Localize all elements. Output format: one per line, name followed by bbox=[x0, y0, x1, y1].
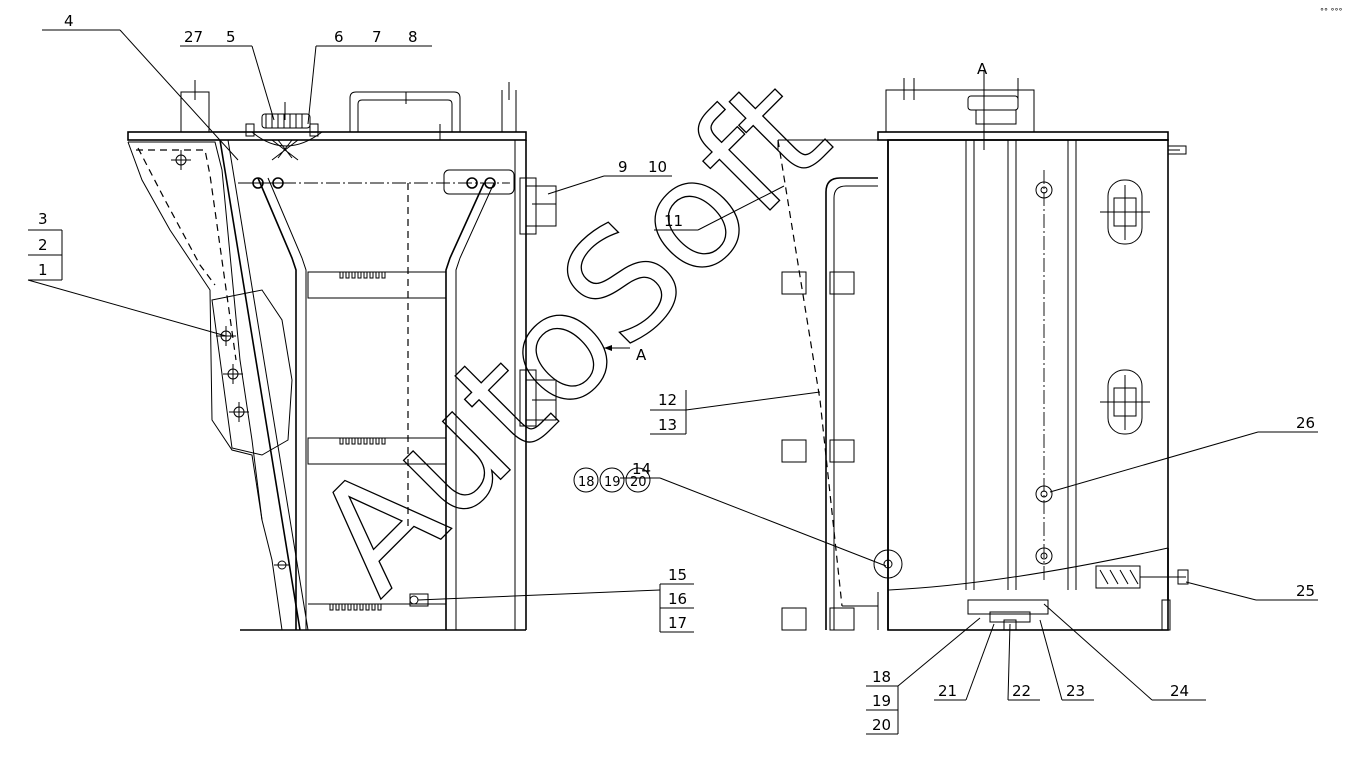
leader-lines bbox=[27, 29, 1318, 735]
callout-23: 23 bbox=[1066, 682, 1085, 700]
callout-19: 19 bbox=[872, 692, 891, 710]
callout-20: 20 bbox=[872, 716, 891, 734]
crossbar-1 bbox=[307, 271, 447, 299]
callout-6: 6 bbox=[334, 28, 344, 46]
callout-21: 21 bbox=[938, 682, 957, 700]
callout-24: 24 bbox=[1170, 682, 1189, 700]
filler-cap bbox=[261, 113, 311, 129]
callout-22: 22 bbox=[1012, 682, 1031, 700]
callout-13: 13 bbox=[658, 416, 677, 434]
callout-17: 17 bbox=[668, 614, 687, 632]
callout-1: 1 bbox=[38, 261, 48, 279]
callout-12: 12 bbox=[658, 391, 677, 409]
view-label-a-top: A bbox=[977, 60, 988, 78]
top-plate bbox=[127, 131, 527, 141]
callout-14: 14 bbox=[632, 460, 651, 478]
callout-7: 7 bbox=[372, 28, 382, 46]
crossbar-2 bbox=[307, 437, 447, 465]
callout-8: 8 bbox=[408, 28, 418, 46]
left-side-view bbox=[127, 80, 557, 631]
top-plate-right bbox=[877, 131, 1169, 141]
mounting-bracket bbox=[211, 289, 293, 456]
callout-27: 27 bbox=[184, 28, 203, 46]
callout-26: 26 bbox=[1296, 414, 1315, 432]
callout-2: 2 bbox=[38, 236, 48, 254]
callout-16: 16 bbox=[668, 590, 687, 608]
callout-10: 10 bbox=[648, 158, 667, 176]
handle bbox=[349, 91, 461, 132]
callout-15: 15 bbox=[668, 566, 687, 584]
callout-9: 9 bbox=[618, 158, 628, 176]
rod-left bbox=[257, 177, 297, 630]
callout-5: 5 bbox=[226, 28, 236, 46]
corner-mark: °° °°° bbox=[1320, 7, 1343, 16]
view-label-a-arrow: A bbox=[636, 346, 647, 364]
right-side-view bbox=[777, 70, 1189, 631]
callout-19-circle: 19 bbox=[604, 475, 621, 490]
callout-18: 18 bbox=[872, 668, 891, 686]
callout-4: 4 bbox=[64, 12, 74, 30]
watermark-text: AutoSoft bbox=[282, 47, 861, 626]
callout-11: 11 bbox=[664, 212, 683, 230]
callout-18-circle: 18 bbox=[578, 475, 595, 490]
callout-3: 3 bbox=[38, 210, 48, 228]
callout-labels: 27 5 6 7 8 4 3 2 1 9 10 11 12 13 14 18 1… bbox=[38, 7, 1343, 734]
callout-25: 25 bbox=[1296, 582, 1315, 600]
callout-20-circle: 20 bbox=[630, 475, 647, 490]
